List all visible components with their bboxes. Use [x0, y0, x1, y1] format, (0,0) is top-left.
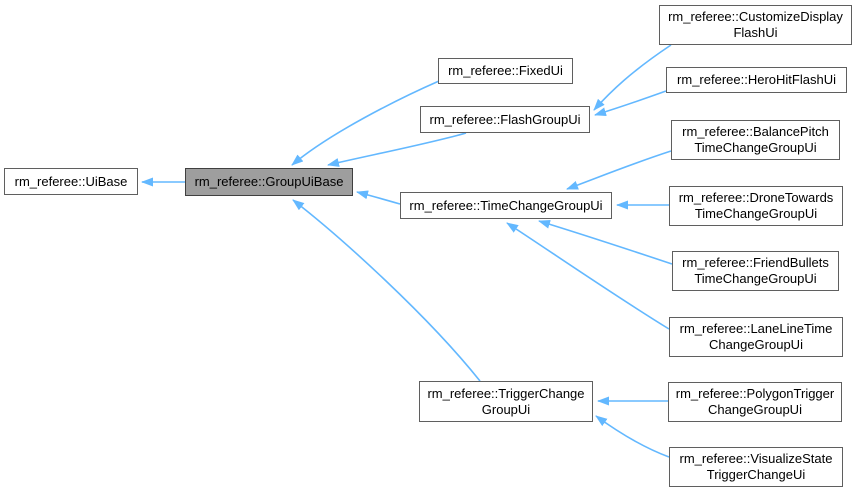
inheritance-arrow-herohitflashui-to-flashgroupui [594, 90, 667, 117]
class-node-label: rm_referee::FixedUi [448, 63, 563, 78]
class-node-label: rm_referee::TriggerChange [427, 385, 585, 401]
inheritance-arrow-timechangegroupui-to-groupuibase [356, 190, 401, 205]
inheritance-arrow-lanelinetimechangegroupui-to-timechangegroupui [506, 222, 670, 330]
class-node-label: rm_referee::FriendBullets [682, 255, 829, 270]
class-node-label: rm_referee::FlashGroupUi [429, 111, 581, 127]
inheritance-arrow-visualizestatetriggerchangeui-to-triggerchangegroupui [595, 415, 670, 458]
class-node-label: rm_referee::CustomizeDisplay [668, 9, 843, 24]
class-node-label: TimeChangeGroupUi [694, 271, 817, 286]
class-node-label: rm_referee::UiBase [14, 173, 128, 189]
class-node-label: rm_referee::DroneTowards [678, 190, 834, 205]
class-node-herohitflashui[interactable]: rm_referee::HeroHitFlashUi [666, 67, 847, 93]
inheritance-arrow-customizedisplayflashui-to-flashgroupui [593, 44, 672, 111]
inheritance-arrow-balancepitchtimechangegroupui-to-timechangegroupui [566, 150, 672, 190]
class-node-fixedui[interactable]: rm_referee::FixedUi [438, 58, 573, 84]
inheritance-arrow-triggerchangegroupui-to-groupuibase [292, 199, 481, 382]
class-node-label: rm_referee::LaneLineTime [679, 321, 833, 336]
class-node-label: rm_referee::PolygonTrigger [675, 386, 835, 401]
class-node-flashgroupui[interactable]: rm_referee::FlashGroupUi [420, 106, 590, 133]
class-node-timechangegroupui[interactable]: rm_referee::TimeChangeGroupUi [400, 192, 612, 219]
class-node-label: TimeChangeGroupUi [694, 140, 817, 155]
class-node-label: rm_referee::HeroHitFlashUi [677, 72, 836, 87]
inheritance-arrow-fixedui-to-groupuibase [291, 80, 440, 166]
inheritance-arrow-flashgroupui-to-groupuibase [327, 132, 467, 167]
class-node-label: rm_referee::GroupUiBase [194, 174, 344, 189]
class-node-label: ChangeGroupUi [709, 337, 803, 352]
class-node-uibase[interactable]: rm_referee::UiBase [4, 168, 138, 195]
class-node-label: ChangeGroupUi [708, 402, 802, 417]
class-node-label: GroupUi [481, 401, 531, 417]
class-node-label: rm_referee::VisualizeState [679, 451, 833, 466]
inheritance-arrow-friendbulletstimechangegroupui-to-timechangegroupui [538, 219, 673, 265]
class-node-label: rm_referee::TimeChangeGroupUi [409, 197, 603, 213]
class-node-label: FlashUi [733, 25, 778, 40]
class-node-label: TimeChangeGroupUi [694, 206, 818, 221]
class-node-groupuibase[interactable]: rm_referee::GroupUiBase [185, 168, 353, 196]
class-node-label: rm_referee::BalancePitch [682, 124, 829, 139]
class-node-label: TriggerChangeUi [706, 467, 806, 482]
